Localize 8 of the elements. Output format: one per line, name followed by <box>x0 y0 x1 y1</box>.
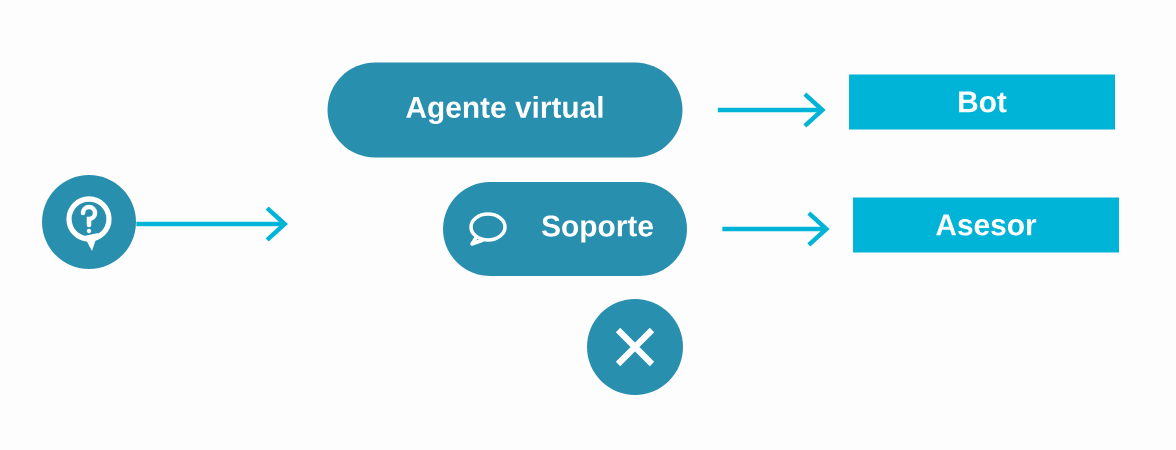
menu-button: Agente virtual <box>327 62 683 158</box>
target-box: Bot <box>849 74 1115 130</box>
arrow <box>717 92 826 128</box>
help-button <box>42 175 136 269</box>
target-box: Asesor <box>853 197 1119 253</box>
arrow <box>722 211 830 247</box>
arrow <box>136 206 288 242</box>
close-button <box>587 299 683 395</box>
